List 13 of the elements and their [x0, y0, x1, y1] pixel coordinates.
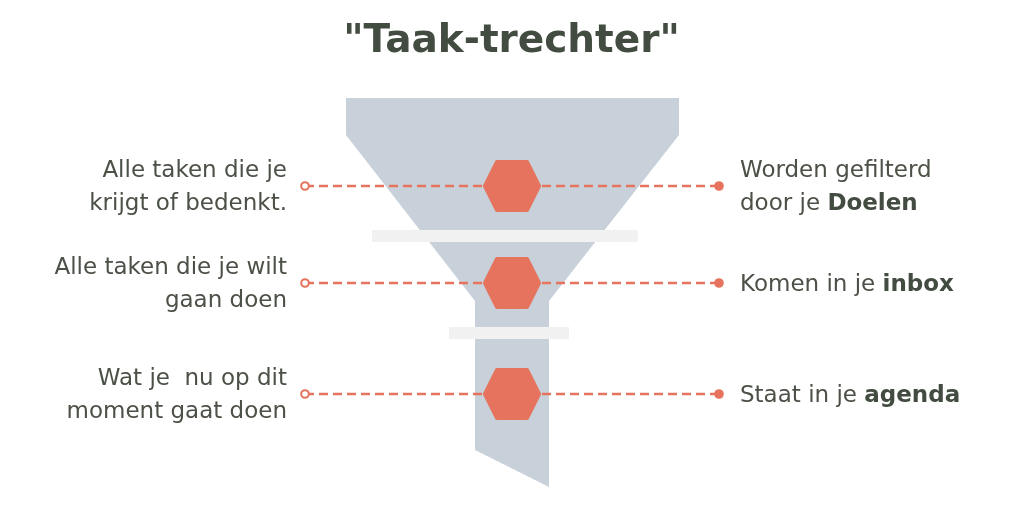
- leader-line: [541, 181, 724, 191]
- leader-line: [300, 181, 483, 191]
- title: "Taak-trechter": [343, 15, 680, 63]
- stage-description: Komen in je inbox: [719, 266, 1020, 300]
- leader-line: [541, 389, 724, 399]
- task-description: Alle taken die je krijgt of bedenkt.: [62, 153, 305, 219]
- stage-description: Staat in je agenda: [719, 377, 1000, 411]
- task-description: Wat je nu op dit moment gaat doen: [57, 361, 305, 427]
- leader-line: [541, 278, 724, 288]
- task-description: Alle taken die je wilt gaan doen: [42, 250, 305, 316]
- stage-description: Worden gefilterd door je Doelen: [719, 153, 960, 219]
- leader-line: [300, 278, 483, 288]
- leader-line: [300, 389, 483, 399]
